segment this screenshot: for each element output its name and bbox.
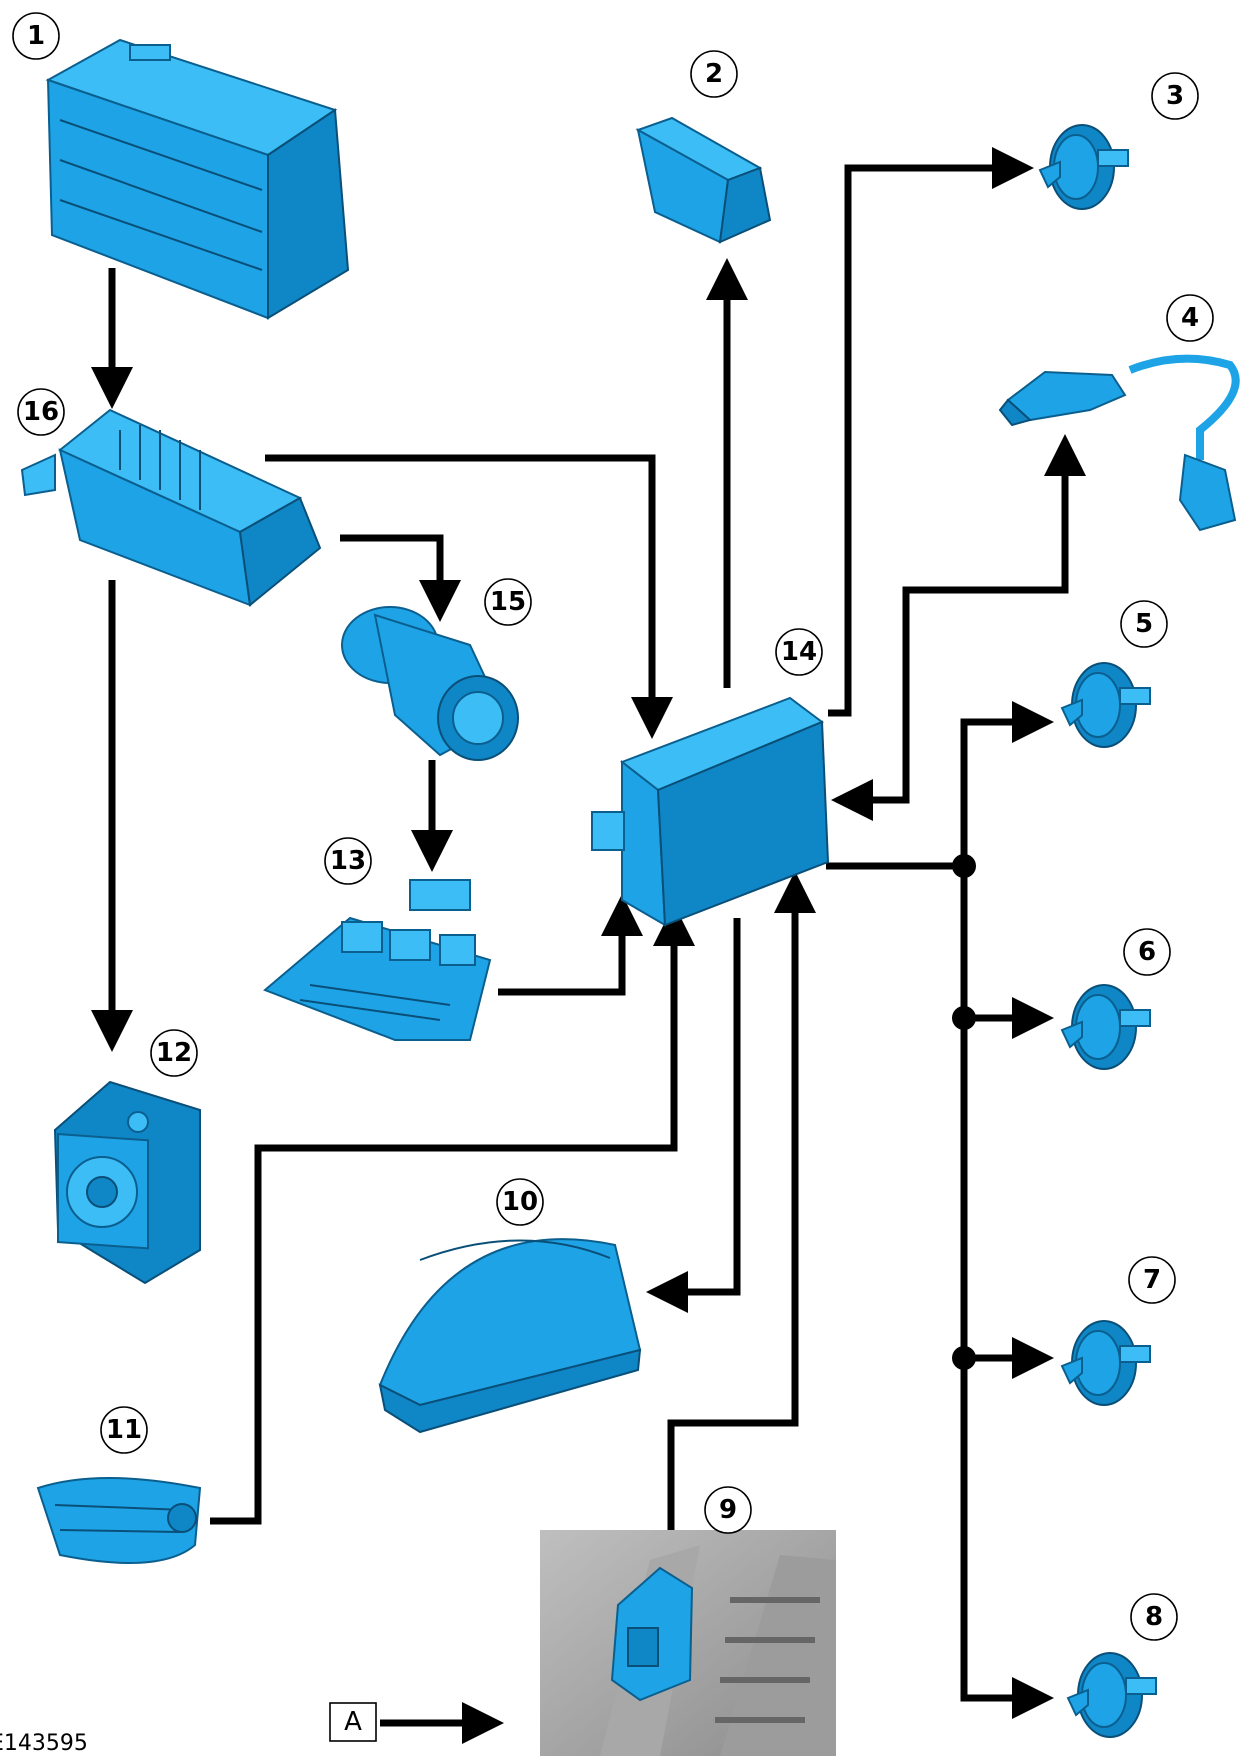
callout-9: 9 (704, 1486, 752, 1534)
svg-text:10: 10 (502, 1187, 538, 1217)
sensor-7 (1060, 1320, 1151, 1406)
wire-4-to-14 (831, 586, 1069, 821)
wire-bus-to-5 (960, 701, 1054, 866)
svg-text:14: 14 (781, 637, 817, 667)
wire-13-to-14 (498, 894, 643, 996)
junction-dot (952, 1346, 976, 1370)
sensor-with-harness (998, 354, 1240, 532)
callout-6: 6 (1123, 928, 1171, 976)
svg-text:6: 6 (1138, 937, 1156, 967)
svg-text:1: 1 (27, 21, 45, 51)
callout-4: 4 (1166, 294, 1214, 342)
fuse-box (20, 408, 322, 607)
ignition-switch (341, 606, 519, 761)
sensor-5 (1060, 662, 1151, 748)
alarm-sounder (53, 1080, 201, 1285)
sensor-8 (1066, 1652, 1157, 1738)
svg-text:11: 11 (106, 1415, 142, 1445)
callout-14: 14 (775, 628, 823, 676)
switch (635, 116, 772, 244)
svg-text:7: 7 (1143, 1265, 1161, 1295)
wire-14-bus (826, 862, 1054, 1719)
battery (45, 38, 350, 320)
relay-module (263, 879, 492, 1041)
connections (91, 147, 1086, 1744)
callout-2: 2 (690, 50, 738, 98)
svg-text:3: 3 (1166, 81, 1184, 111)
svg-text:12: 12 (156, 1038, 192, 1068)
callout-15: 15 (484, 578, 532, 626)
instrument-cluster (378, 1238, 642, 1434)
svg-text:15: 15 (490, 587, 526, 617)
callout-11: 11 (100, 1406, 148, 1454)
callout-3: 3 (1151, 72, 1199, 120)
callout-7: 7 (1128, 1256, 1176, 1304)
callout-12: 12 (150, 1029, 198, 1077)
control-module (591, 696, 830, 927)
svg-text:4: 4 (1181, 303, 1199, 333)
svg-text:5: 5 (1135, 609, 1153, 639)
wire-16-to-14 (265, 454, 673, 739)
callout-10: 10 (496, 1178, 544, 1226)
svg-text:2: 2 (705, 59, 723, 89)
callout-5: 5 (1120, 600, 1168, 648)
wire-16-to-15 (340, 534, 461, 622)
view-label: A (329, 1702, 377, 1742)
svg-text:9: 9 (719, 1495, 737, 1525)
junction-dot (952, 854, 976, 878)
wire-14-to-10 (646, 918, 741, 1313)
sensor-3 (1038, 124, 1129, 210)
callout-1: 1 (12, 12, 60, 60)
location-view (540, 1530, 836, 1756)
svg-text:A: A (344, 1707, 362, 1737)
wire-9-to-14 (667, 871, 816, 1555)
reference-number: E143595 (0, 1731, 88, 1756)
svg-text:8: 8 (1145, 1602, 1163, 1632)
svg-text:16: 16 (23, 397, 59, 427)
callout-16: 16 (17, 388, 65, 436)
callout-8: 8 (1130, 1593, 1178, 1641)
wire-11-to-14 (210, 904, 695, 1525)
sensor-6 (1060, 984, 1151, 1070)
door-handle-switch (36, 1477, 202, 1564)
callout-13: 13 (324, 837, 372, 885)
wire-14-to-3 (828, 147, 1034, 717)
svg-text:13: 13 (330, 846, 366, 876)
junction-dot (952, 1006, 976, 1030)
